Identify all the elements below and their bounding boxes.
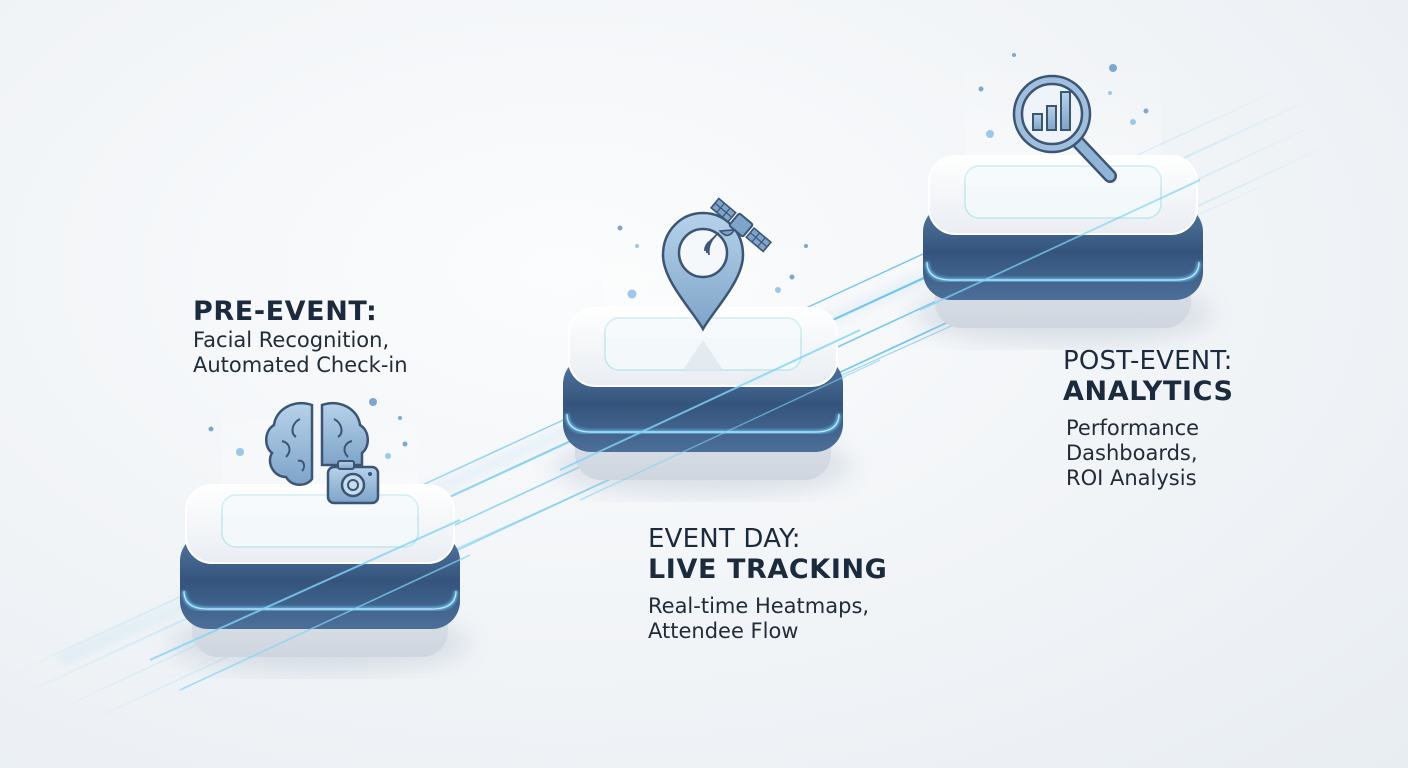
particles-pre-event [208,398,408,459]
stage-heading: EVENT DAY: [648,524,801,554]
stage-heading: POST-EVENT: [1063,346,1233,376]
stage-description-line: Real-time Heatmaps, [648,594,870,618]
stage-subheading: LIVE TRACKING [648,554,888,585]
stage-description-line: Performance [1066,416,1200,440]
magnifier-bar-chart-icon [1012,74,1117,183]
location-pin-satellite-icon [661,197,773,332]
stage-description-line: Attendee Flow [648,619,799,643]
stage-label-post-event: POST-EVENT: ANALYTICS Performance Dashbo… [1063,346,1234,491]
stage-heading: PRE-EVENT: [193,296,378,327]
stage-label-event-day: EVENT DAY: LIVE TRACKING Real-time Heatm… [648,524,887,644]
stage-description-line: Facial Recognition, [193,328,390,352]
particles-post-event [978,53,1149,138]
stage-description-line: Automated Check-in [193,353,408,377]
stage-label-pre-event: PRE-EVENT: Facial Recognition, Automated… [193,296,408,378]
brain-camera-icon [265,402,380,505]
stage-description-line: Dashboards, [1066,441,1198,465]
particles-event-day [617,225,808,299]
foreground-streaks [149,179,1201,691]
stage-description-line: ROI Analysis [1066,466,1197,490]
stage-subheading: ANALYTICS [1063,376,1234,407]
